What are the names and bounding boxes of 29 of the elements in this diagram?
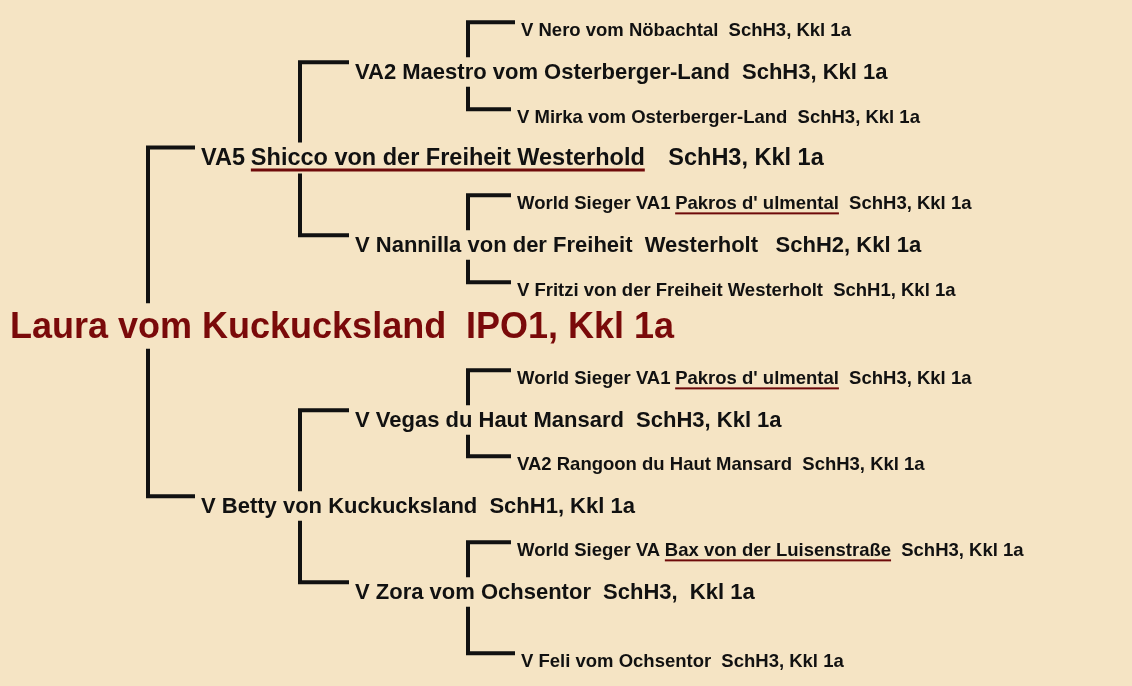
- pedigree-entry: VA2 Maestro vom Osterberger-Land SchH3, Kkl 1a: [355, 59, 888, 85]
- pedigree-connector: [466, 540, 511, 578]
- pedigree-connector: [298, 60, 349, 143]
- pedigree-entry: VA2 Rangoon du Haut Mansard SchH3, Kkl 1a: [517, 453, 925, 475]
- pedigree-connector: [466, 368, 511, 406]
- pedigree-connector: [466, 20, 515, 58]
- pedigree-connector: [146, 145, 195, 304]
- pedigree-entry: Laura vom Kuckucksland IPO1, Kkl 1a: [10, 305, 675, 347]
- pedigree-entry: V Vegas du Haut Mansard SchH3, Kkl 1a: [355, 407, 782, 433]
- pedigree-entry: VA5 Shicco von der Freiheit Westerhold SchH3, Kkl 1a: [201, 144, 824, 172]
- pedigree-entry: V Mirka vom Osterberger-Land SchH3, Kkl 1a: [517, 106, 920, 128]
- pedigree-entry: V Betty von Kuckucksland SchH1, Kkl 1a: [201, 493, 635, 519]
- pedigree-connector: [466, 606, 515, 656]
- pedigree-connector: [466, 259, 511, 285]
- pedigree-entry: V Feli vom Ochsentor SchH3, Kkl 1a: [521, 650, 844, 672]
- pedigree-connector: [298, 408, 349, 492]
- pedigree-entry: World Sieger VA Bax von der Luisenstraße SchH3, Kkl 1a: [517, 539, 1024, 561]
- pedigree-connector: [466, 86, 511, 112]
- pedigree-connector: [298, 173, 349, 238]
- pedigree-entry: V Fritzi von der Freiheit Westerholt SchH1, Kkl 1a: [517, 279, 956, 301]
- pedigree-entry: World Sieger VA1 Pakros d' ulmental SchH3, Kkl 1a: [517, 192, 972, 214]
- pedigree-connector: [298, 520, 349, 585]
- pedigree-connector: [146, 348, 195, 499]
- pedigree-entry: V Zora vom Ochsentor SchH3, Kkl 1a: [355, 579, 755, 605]
- pedigree-connector: [466, 434, 511, 459]
- pedigree-entry: World Sieger VA1 Pakros d' ulmental SchH3, Kkl 1a: [517, 367, 972, 389]
- pedigree-connector: [466, 193, 511, 231]
- pedigree-entry: V Nannilla von der Freiheit Westerholt SchH2, Kkl 1a: [355, 232, 922, 258]
- pedigree-entry: V Nero vom Nöbachtal SchH3, Kkl 1a: [521, 19, 851, 41]
